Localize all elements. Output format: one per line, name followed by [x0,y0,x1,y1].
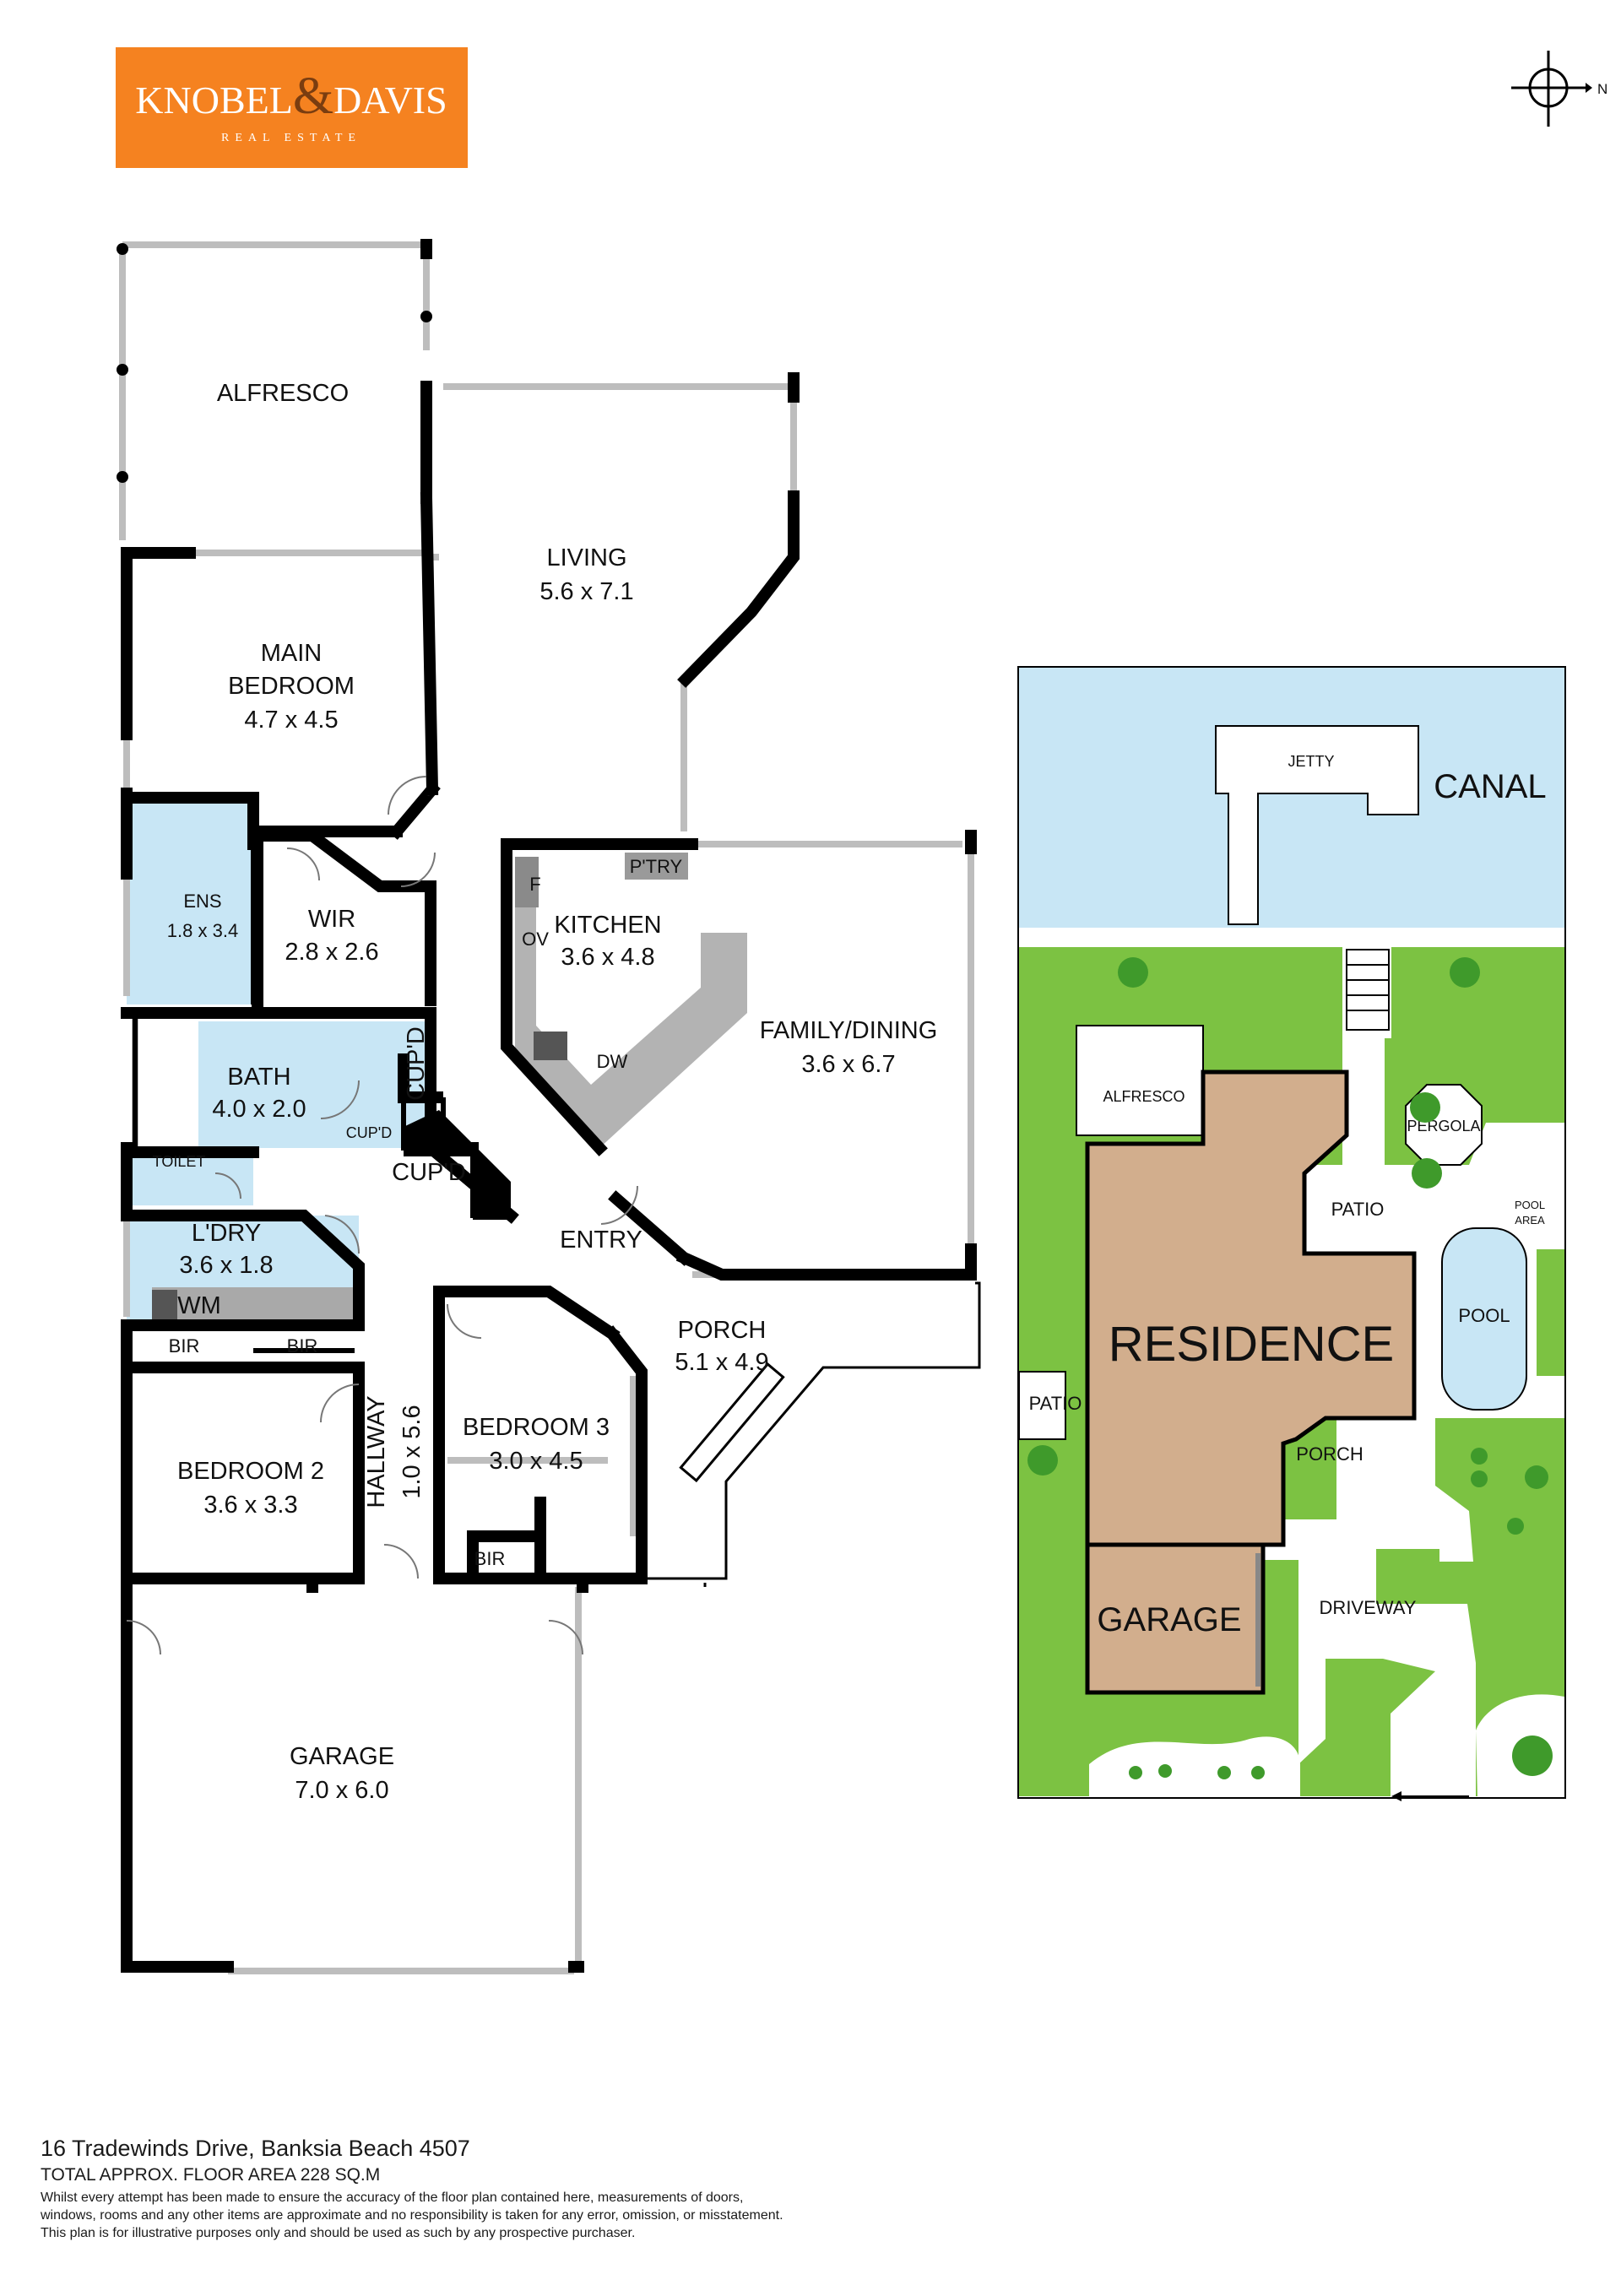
plan-footer: 16 Tradewinds Drive, Banksia Beach 4507 … [41,2136,1560,2242]
room-main-bedroom-size: 4.7 x 4.5 [244,707,338,734]
site-garage [1085,1542,1266,1695]
brand-logo: KNOBEL&DAVIS REAL ESTATE [116,47,468,168]
compass-north-label: N [1597,81,1607,97]
room-living-size: 5.6 x 7.1 [539,578,633,605]
room-kitchen-name: KITCHEN [554,912,661,939]
room-entry-name: ENTRY [560,1227,642,1254]
jetty [1215,725,1419,925]
site-alfresco [1076,1025,1204,1136]
disclaimer-line-1: Whilst every attempt has been made to en… [41,2190,744,2205]
alfresco-posts [117,243,432,483]
room-bedroom2-size: 3.6 x 3.3 [203,1492,297,1519]
brand-tagline: REAL ESTATE [221,132,361,144]
site-label-pool-area-1: POOL [1515,1199,1545,1211]
room-main-bedroom-name-2: BEDROOM [228,673,355,700]
room-wir-name: WIR [308,906,355,933]
room-porch-size: 5.1 x 4.9 [675,1349,768,1376]
porch-screen [679,1362,785,1483]
site-trees [1027,957,1553,1779]
brand-name-part1: KNOBEL [135,79,293,122]
room-bedroom3-size: 3.0 x 4.5 [489,1448,583,1475]
site-label-garage: GARAGE [1097,1601,1241,1638]
label-washing-machine: WM [177,1292,221,1319]
room-garage-name: GARAGE [290,1743,394,1770]
floor-plan: ALFRESCO LIVING 5.6 x 7.1 MAIN BEDROOM 4… [117,239,981,1974]
label-bir-3: BIR [474,1548,506,1569]
label-pantry: P'TRY [630,856,683,877]
floor-area: TOTAL APPROX. FLOOR AREA 228 SQ.M [41,2165,381,2185]
pantry-block [625,853,688,880]
room-wir-size: 2.8 x 2.6 [285,939,378,966]
site-residence [1085,1069,1417,1547]
site-label-driveway: DRIVEWAY [1320,1597,1417,1618]
room-bath-size: 4.0 x 2.0 [212,1096,306,1123]
room-main-bedroom-name-1: MAIN [261,640,323,667]
label-cupboard-hall: CUP'D [403,1026,430,1101]
brand-ampersand: & [293,68,333,125]
site-plan: JETTY CANAL PERGOLA POOL POOL AREA RESI [1017,666,1566,1801]
site-label-jetty: JETTY [1288,753,1334,770]
laundry-bench [152,1287,359,1323]
washing-machine-icon [152,1290,177,1320]
fridge-block [515,857,539,907]
site-label-alfresco: ALFRESCO [1103,1088,1185,1105]
site-pool [1441,1227,1527,1411]
site-label-pool: POOL [1458,1305,1510,1326]
disclaimer-line-3: This plan is for illustrative purposes o… [41,2226,636,2240]
site-label-patio: PATIO [1331,1199,1385,1220]
label-cupboard-bath: CUP'D [346,1124,392,1141]
label-oven: OV [522,929,549,950]
site-steps [1346,949,1390,1031]
label-dishwasher: DW [597,1051,628,1072]
ensuite-fill [127,800,253,1004]
toilet-fill [127,1156,253,1205]
room-living-name: LIVING [546,544,626,571]
room-bath-name: BATH [227,1064,290,1091]
cooktop-icon [534,1032,567,1060]
disclaimer-line-2: windows, rooms and any other items are a… [41,2208,783,2223]
label-bir-2: BIR [287,1335,318,1356]
site-label-canal: CANAL [1434,768,1546,805]
site-label-residence: RESIDENCE [1109,1317,1394,1372]
room-garage-size: 7.0 x 6.0 [295,1777,388,1804]
cupboard-wall [404,1110,511,1220]
site-label-pool-area-2: AREA [1515,1214,1545,1227]
room-ensuite-name: ENS [183,891,221,912]
room-porch-name: PORCH [678,1317,767,1344]
compass-icon: N [1511,51,1607,127]
room-family-dining-name: FAMILY/DINING [760,1017,938,1044]
room-laundry-size: 3.6 x 1.8 [179,1252,273,1279]
svg-text:KNOBEL&DAVIS: KNOBEL&DAVIS [135,68,447,125]
site-label-patio-left: PATIO [1029,1393,1082,1414]
label-fridge: F [529,874,540,895]
property-address: 16 Tradewinds Drive, Banksia Beach 4507 [41,2136,470,2161]
room-alfresco-name: ALFRESCO [217,380,349,407]
room-bedroom3-name: BEDROOM 3 [463,1414,610,1441]
room-laundry-name: L'DRY [192,1220,261,1247]
bath-fill [198,1021,431,1148]
site-label-porch: PORCH [1296,1443,1363,1465]
kitchen-bench [515,861,747,1148]
brand-name-part2: DAVIS [333,79,447,122]
canal-water [1019,668,1564,928]
room-bedroom2-name: BEDROOM 2 [177,1458,324,1485]
door-arcs [126,776,639,1655]
label-cupboard-entry: CUP'D [392,1159,466,1186]
site-patio-left [1018,1371,1066,1440]
label-bir-1: BIR [169,1335,200,1356]
room-toilet-name: TOILET [153,1153,206,1170]
room-ensuite-size: 1.8 x 3.4 [167,920,238,941]
room-hallway-name: HALLWAY [363,1395,390,1508]
room-family-dining-size: 3.6 x 6.7 [801,1051,895,1078]
room-hallway-size: 1.0 x 5.6 [398,1405,426,1498]
room-kitchen-size: 3.6 x 4.8 [561,944,654,971]
